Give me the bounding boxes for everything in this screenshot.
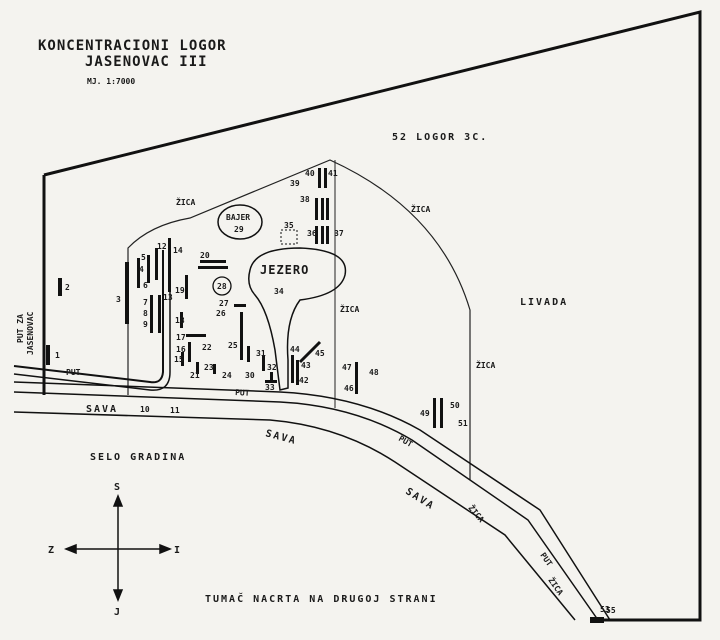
bldg-47: 47: [342, 363, 352, 372]
lake: [248, 247, 347, 391]
bldg-39: 39: [290, 179, 300, 188]
label-put-mid: PUT: [235, 388, 250, 398]
barracks: [46, 168, 604, 623]
bldg-44: 44: [290, 345, 300, 354]
bldg-11: 11: [170, 406, 180, 415]
river-bank-north: [13, 381, 611, 621]
road: [13, 250, 164, 384]
bldg-28: 28: [217, 282, 227, 291]
bldg-37: 37: [334, 229, 344, 238]
bldg-18: 18: [175, 316, 185, 325]
river-road: [13, 391, 599, 621]
bldg-10: 10: [140, 405, 150, 414]
label-zica-3: ŽICA: [340, 303, 359, 314]
building-35-box: [280, 229, 298, 245]
pond-bajer: [217, 204, 263, 240]
label-jasenovac: JASENOVAC: [26, 311, 35, 355]
bldg-32: 32: [267, 363, 277, 372]
bldg-19: 19: [175, 286, 185, 295]
compass-north: S: [114, 482, 122, 493]
bldg-51: 51: [458, 419, 468, 428]
bldg-5: 5: [141, 253, 146, 262]
bldg-31: 31: [256, 349, 266, 358]
compass: [63, 493, 173, 603]
label-put-right: PUT: [397, 434, 414, 449]
bldg-4: 4: [139, 265, 144, 274]
bldg-27: 27: [219, 299, 229, 308]
bldg-45: 45: [315, 349, 325, 358]
compass-west: Z: [48, 545, 56, 556]
label-jezero: JEZERO: [260, 263, 309, 277]
bldg-49: 49: [420, 409, 430, 418]
bldg-43: 43: [301, 361, 311, 370]
bldg-53: 53: [600, 605, 610, 614]
bldg-38: 38: [300, 195, 310, 204]
camp-boundary-top: [43, 10, 702, 622]
bldg-21: 21: [190, 371, 200, 380]
label-zica-6: ŽICA: [546, 575, 566, 597]
bldg-35: 35: [284, 221, 294, 230]
bldg-22: 22: [202, 343, 212, 352]
label-bajer-num: 29: [234, 225, 244, 234]
bldg-15: 15: [174, 355, 184, 364]
compass-south: J: [114, 607, 122, 618]
label-put-za: PUT ZA: [16, 314, 25, 343]
bldg-2: 2: [65, 283, 70, 292]
diagonal-barrack-44: [298, 340, 322, 364]
bldg-20: 20: [200, 251, 210, 260]
bldg-40: 40: [305, 169, 315, 178]
bldg-42: 42: [299, 376, 309, 385]
building-28-circle: [212, 276, 232, 296]
bldg-33: 33: [265, 383, 275, 392]
bldg-17: 17: [176, 333, 186, 342]
bldg-36: 36: [307, 229, 317, 238]
road-edge: [13, 250, 171, 391]
bldg-26: 26: [216, 309, 226, 318]
bldg-13: 13: [163, 293, 173, 302]
bldg-48: 48: [369, 368, 379, 377]
wire-fence: [127, 159, 471, 480]
label-livada: LIVADA: [520, 297, 568, 308]
bldg-6: 6: [143, 281, 148, 290]
compass-east: I: [174, 545, 182, 556]
bldg-25: 25: [228, 341, 238, 350]
map-scale: MJ. 1:7000: [87, 77, 135, 86]
bldg-9: 9: [143, 320, 148, 329]
legend-note: TUMAČ NACRTA NA DRUGOJ STRANI: [205, 592, 438, 605]
map-title-line2: JASENOVAC III: [85, 54, 208, 70]
label-sava-3: SAVA: [403, 486, 436, 512]
bldg-24: 24: [222, 371, 232, 380]
label-zica-2: ŽICA: [411, 203, 430, 214]
bldg-50: 50: [450, 401, 460, 410]
bldg-23: 23: [204, 363, 214, 372]
label-bajer: BAJER: [226, 213, 250, 222]
bldg-46: 46: [344, 384, 354, 393]
label-logor: 52 LOGOR 3C.: [392, 132, 488, 143]
bldg-1: 1: [55, 351, 60, 360]
label-jezero-num: 34: [274, 287, 284, 296]
building-numbers: 1 2 3 4 5 6 7 8 9 10 11 12 13 14 15 16 1…: [55, 169, 616, 615]
label-sava-1: SAVA: [86, 404, 118, 415]
bldg-8: 8: [143, 309, 148, 318]
label-zica-4: ŽICA: [476, 359, 495, 370]
map-title-line1: KONCENTRACIONI LOGOR: [38, 38, 227, 54]
river-bank-south: [13, 411, 576, 621]
bldg-14: 14: [173, 246, 183, 255]
label-sava-2: SAVA: [264, 428, 298, 447]
bldg-55: 55: [606, 606, 616, 615]
bldg-41: 41: [328, 169, 338, 178]
bldg-30: 30: [245, 371, 255, 380]
label-put-top: PUT: [66, 368, 81, 377]
bldg-7: 7: [143, 298, 148, 307]
bldg-16: 16: [176, 345, 186, 354]
label-selo: SELO GRADINA: [90, 452, 186, 463]
bldg-12: 12: [157, 242, 167, 251]
label-zica-1: ŽICA: [176, 196, 195, 207]
bldg-3: 3: [116, 295, 121, 304]
